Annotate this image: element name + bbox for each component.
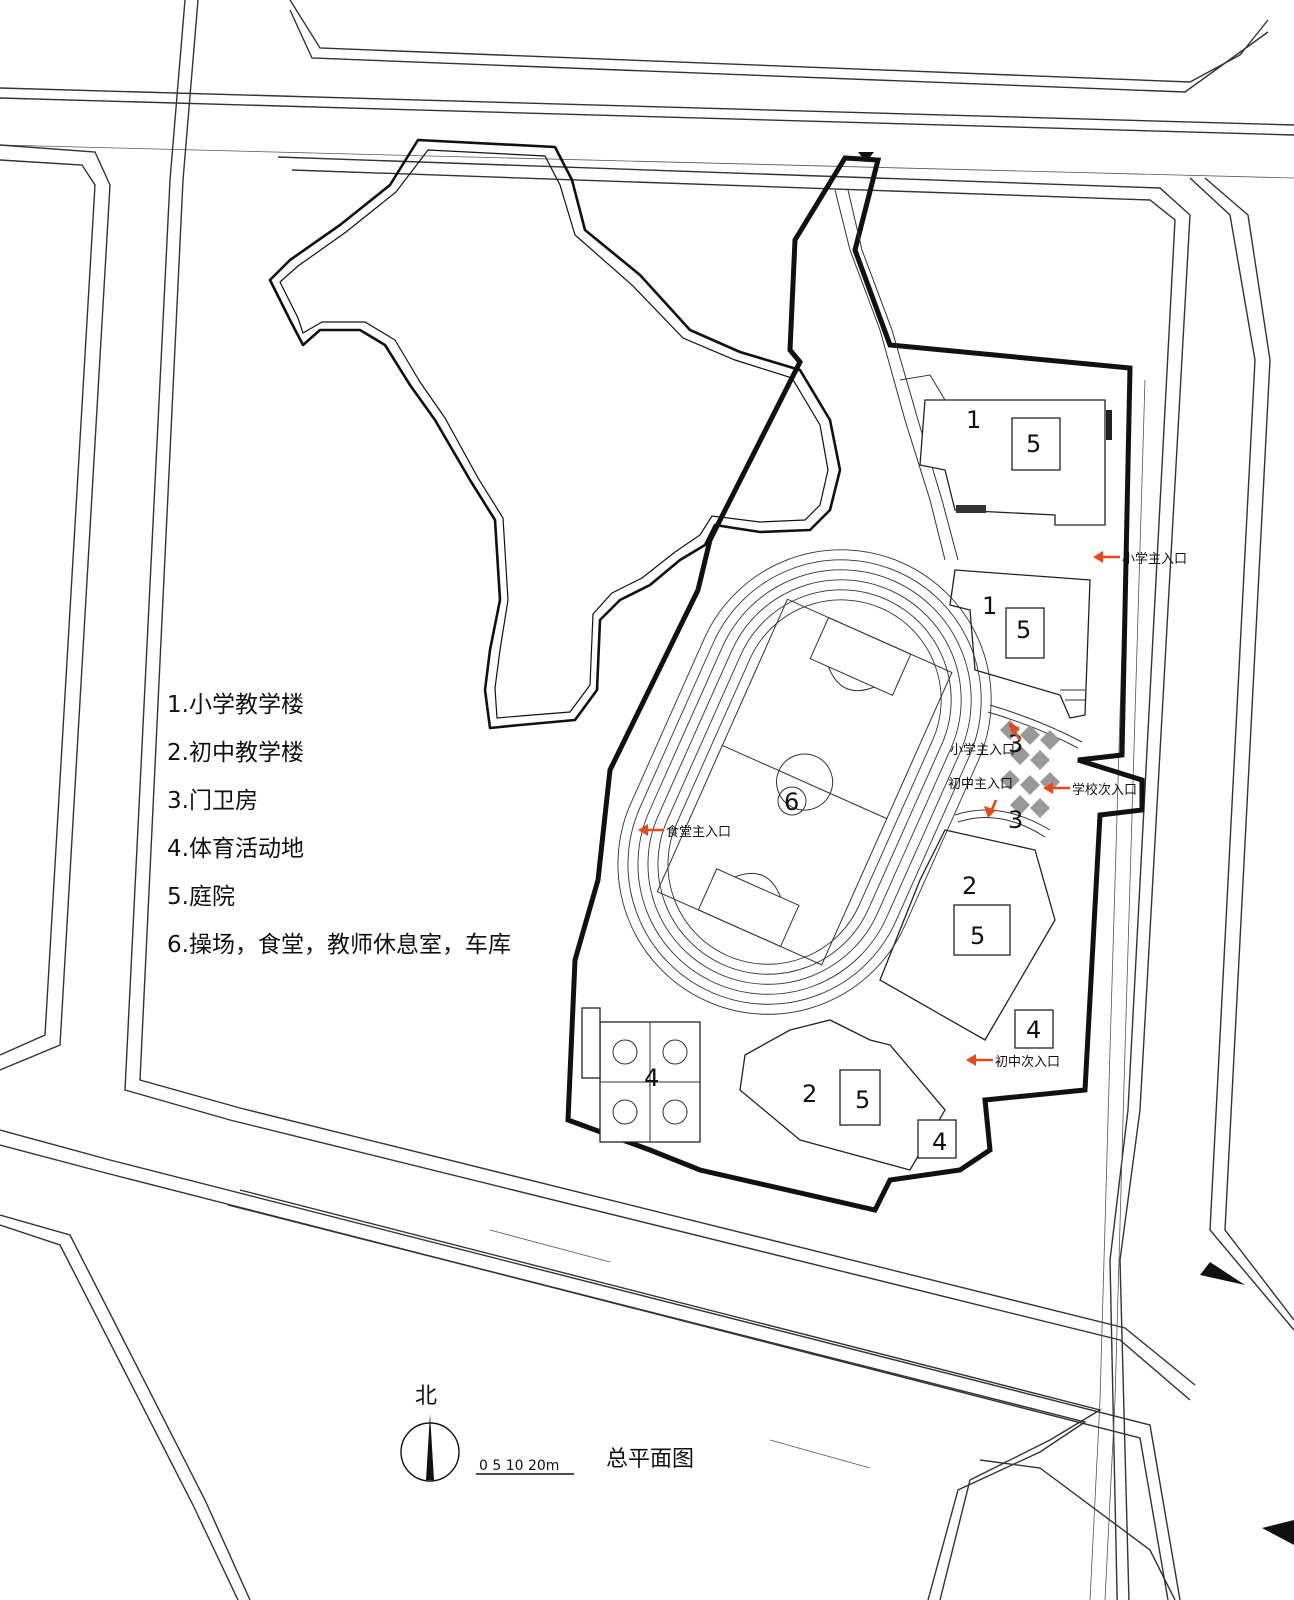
- legend-item-3: 3.门卫房: [167, 788, 258, 814]
- label-building-1b: 1: [982, 592, 997, 620]
- entrance-markers: 小学主入口 学校次入口 初中次入口 食堂主入口 小学主入口 初中主入口: [638, 551, 1187, 1070]
- scale-text: 0 5 10 20m: [479, 1458, 559, 1474]
- guard-house-plaza: [954, 704, 1083, 838]
- entrance-school-secondary: 学校次入口: [1072, 782, 1137, 798]
- map-title: 总平面图: [606, 1447, 694, 1472]
- entrance-middle-main-small: 初中主入口: [948, 777, 1013, 792]
- hill-outline: [268, 138, 842, 730]
- basketball-courts: [581, 1007, 1054, 1159]
- label-guard-3b: 3: [1008, 806, 1023, 834]
- entrance-primary-main-small: 小学主入口: [950, 742, 1015, 758]
- label-sports-4a: 4: [1026, 1016, 1041, 1044]
- running-track: [617, 549, 992, 1015]
- primary-school-building-north: [899, 374, 1112, 526]
- campus-road: [834, 189, 946, 561]
- middle-school-building-east: [879, 829, 1056, 1041]
- map-furniture: 北 0 5 10 20m 总平面图: [400, 1384, 694, 1482]
- legend-item-6: 6.操场，食堂，教师休息室，车库: [167, 932, 511, 958]
- primary-school-building-south: [949, 569, 1091, 719]
- building-number-labels: 1 5 1 5 3 3 2 5 4 4 2 5 4 6: [644, 406, 1041, 1156]
- label-building-2b: 2: [802, 1080, 817, 1108]
- label-playground-6: 6: [784, 788, 799, 816]
- label-courtyard-5d: 5: [855, 1086, 870, 1114]
- label-sports-4c: 4: [644, 1064, 659, 1092]
- label-building-1a: 1: [966, 406, 981, 434]
- entrance-middle-secondary: 初中次入口: [995, 1054, 1060, 1070]
- map-legend: 1.小学教学楼 2.初中教学楼 3.门卫房 4.体育活动地 5.庭院 6.操场，…: [167, 692, 511, 958]
- label-courtyard-5c: 5: [970, 922, 985, 950]
- entrance-canteen-main: 食堂主入口: [666, 824, 731, 840]
- label-sports-4b: 4: [932, 1128, 947, 1156]
- legend-item-2: 2.初中教学楼: [167, 740, 304, 766]
- legend-item-1: 1.小学教学楼: [167, 692, 304, 718]
- legend-item-4: 4.体育活动地: [167, 836, 304, 862]
- label-building-2a: 2: [962, 872, 977, 900]
- north-gate-icon: [858, 152, 874, 162]
- label-courtyard-5a: 5: [1026, 430, 1041, 458]
- label-courtyard-5b: 5: [1016, 616, 1031, 644]
- middle-school-building-south: [739, 1019, 946, 1171]
- north-label: 北: [415, 1384, 437, 1409]
- legend-item-5: 5.庭院: [167, 884, 235, 910]
- site-boundary: [565, 155, 1145, 1213]
- entrance-primary-main: 小学主入口: [1122, 551, 1187, 567]
